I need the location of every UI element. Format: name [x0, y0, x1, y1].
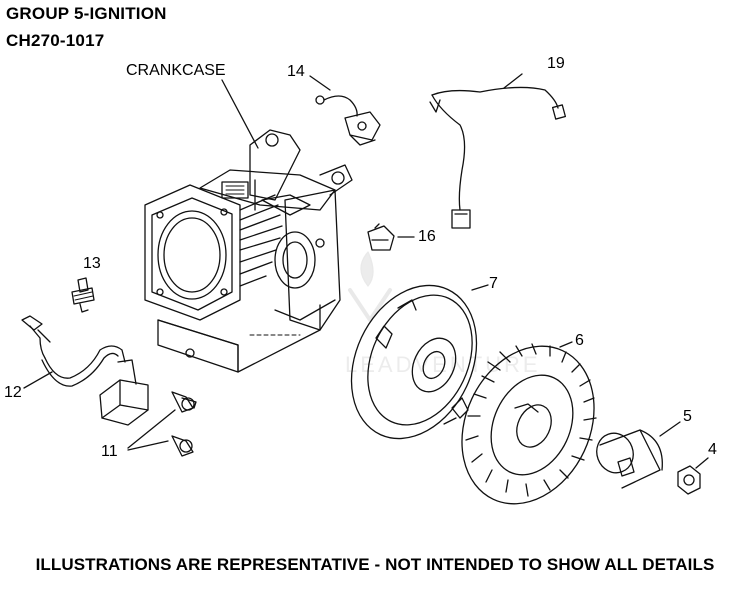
- part-5-cup: [596, 429, 663, 489]
- part-19-leader: [503, 73, 523, 89]
- part-16-clip: [367, 223, 395, 251]
- part-13-spark-plug: [71, 277, 95, 313]
- disclaimer-footer: ILLUSTRATIONS ARE REPRESENTATIVE - NOT I…: [35, 555, 715, 574]
- part-12-leader: [23, 371, 53, 389]
- label-part-7: 7: [489, 275, 498, 292]
- label-part-5: 5: [683, 408, 692, 425]
- label-part-4: 4: [708, 441, 717, 458]
- label-crankcase: CRANKCASE: [126, 62, 226, 79]
- part-6-fan: [461, 343, 597, 505]
- part-12-ignition-coil: [21, 315, 149, 426]
- model-number: CH270-1017: [6, 31, 105, 50]
- label-part-6: 6: [575, 332, 584, 349]
- crankcase-leader: [221, 79, 259, 149]
- label-part-13: 13: [83, 255, 101, 272]
- label-part-19: 19: [547, 55, 565, 72]
- part-6-leader: [559, 341, 573, 348]
- part-14-leader: [309, 75, 331, 91]
- part-5-leader: [659, 421, 681, 437]
- label-part-16: 16: [418, 228, 436, 245]
- group-title: GROUP 5-IGNITION: [6, 4, 167, 23]
- part-19-wire-harness: [429, 86, 567, 229]
- part-11-bolts: [171, 391, 197, 457]
- part-7-leader: [471, 284, 489, 291]
- part-7-flywheel: [350, 284, 478, 440]
- part-4-leader: [695, 457, 709, 469]
- crankcase-part: [144, 129, 353, 373]
- part-14-sensor: [315, 95, 381, 146]
- part-4-nut: [677, 465, 701, 495]
- part-11-leader-a: [127, 409, 176, 449]
- watermark-logo: LEADVENTURE: [345, 251, 538, 377]
- label-part-11: 11: [101, 443, 118, 460]
- label-part-14: 14: [287, 63, 305, 80]
- label-part-12: 12: [4, 384, 22, 401]
- part-11-leader-b: [127, 440, 169, 451]
